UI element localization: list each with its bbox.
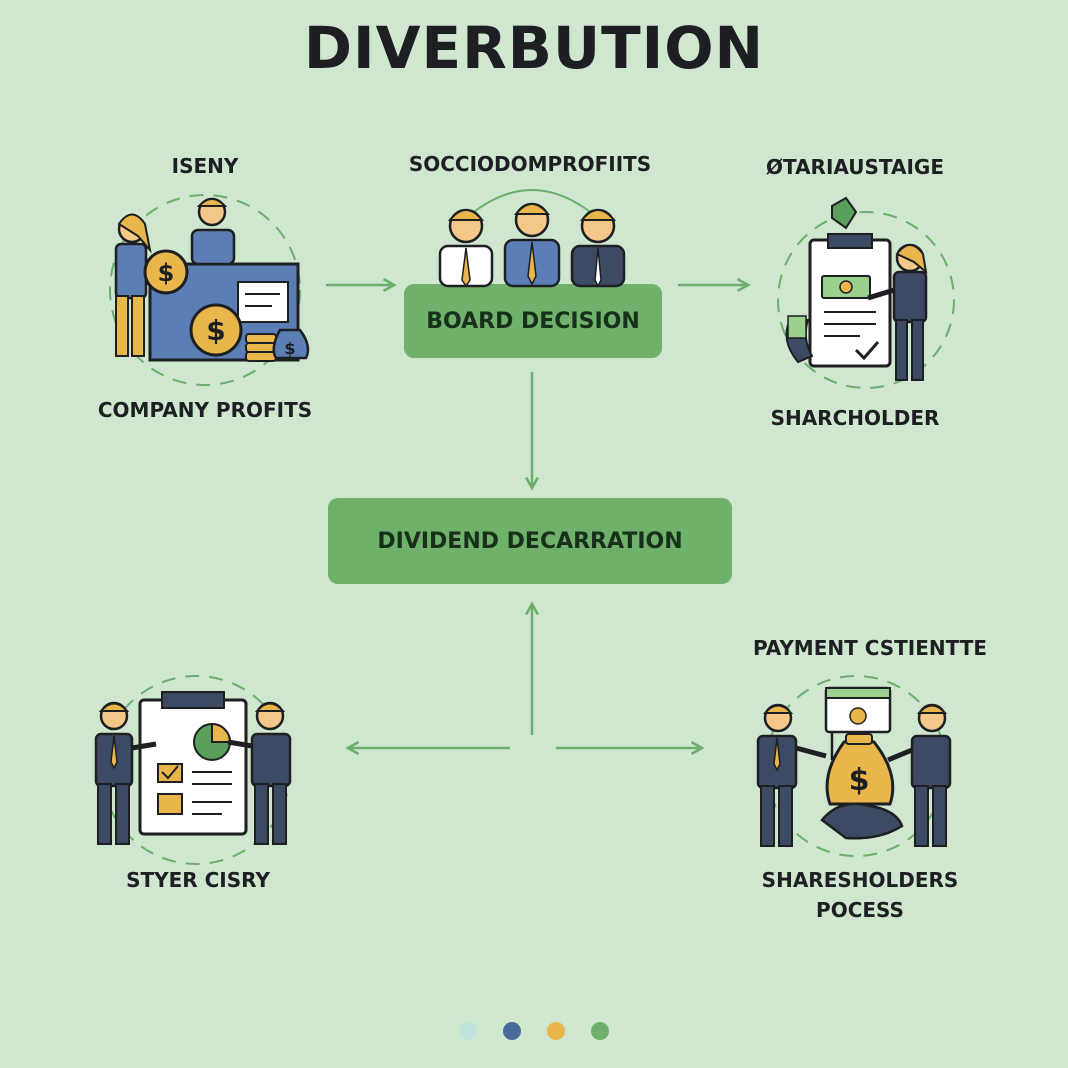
label-styer-cisry: STYER CISRY [126, 868, 270, 892]
clipboard-icon [808, 233, 892, 368]
pie-chart-icon [193, 722, 232, 761]
money-bag-icon: $ [272, 328, 310, 360]
dollar-bill-icon [824, 686, 892, 760]
coin-icon: $ [143, 249, 189, 295]
page-dot-2[interactable] [503, 1022, 521, 1040]
label-otariaustaige: ØTARIAUSTAIGE [765, 155, 944, 179]
label-pocess: POCESS [816, 898, 904, 922]
svg-text:$: $ [284, 339, 295, 358]
page-dot-4[interactable] [591, 1022, 609, 1040]
label-sharcholder: SHARCHOLDER [770, 406, 940, 430]
svg-text:$: $ [206, 314, 225, 347]
page-dot-3[interactable] [547, 1022, 565, 1040]
company-profits-illustration: $ $ $ [109, 194, 310, 386]
board-decision-box: BOARD DECISION [404, 284, 662, 358]
dividend-declaration-box: DIVIDEND DECARRATION [328, 498, 732, 584]
label-isenly: ISENY [171, 154, 239, 178]
clipboard-icon [138, 691, 248, 836]
pagination-dots [0, 1022, 1068, 1040]
svg-text:$: $ [158, 259, 175, 287]
svg-text:$: $ [849, 763, 870, 798]
label-socciodomprofiits: SOCCIODOMPROFIITS [408, 152, 652, 176]
page-dot-1[interactable] [459, 1022, 477, 1040]
money-bag-icon: $ [825, 733, 895, 806]
board-members-illustration [438, 189, 626, 288]
coin-icon: $ [189, 303, 243, 357]
label-payment-cstientte: PAYMENT CSTIENTTE [752, 636, 988, 660]
payment-illustration: $ [756, 675, 952, 857]
shareholder-illustration [777, 196, 955, 389]
tag-icon [831, 196, 858, 230]
dollar-bill-icon [821, 275, 871, 299]
page-title: DIVERBUTION [303, 14, 765, 82]
report-illustration [94, 675, 292, 865]
checkmark-icon [854, 341, 880, 361]
handshake-icon [820, 802, 904, 840]
label-shareholders: SHARESHOLDERS [761, 868, 959, 892]
label-company-profits: COMPANY PROFITS [97, 398, 313, 422]
